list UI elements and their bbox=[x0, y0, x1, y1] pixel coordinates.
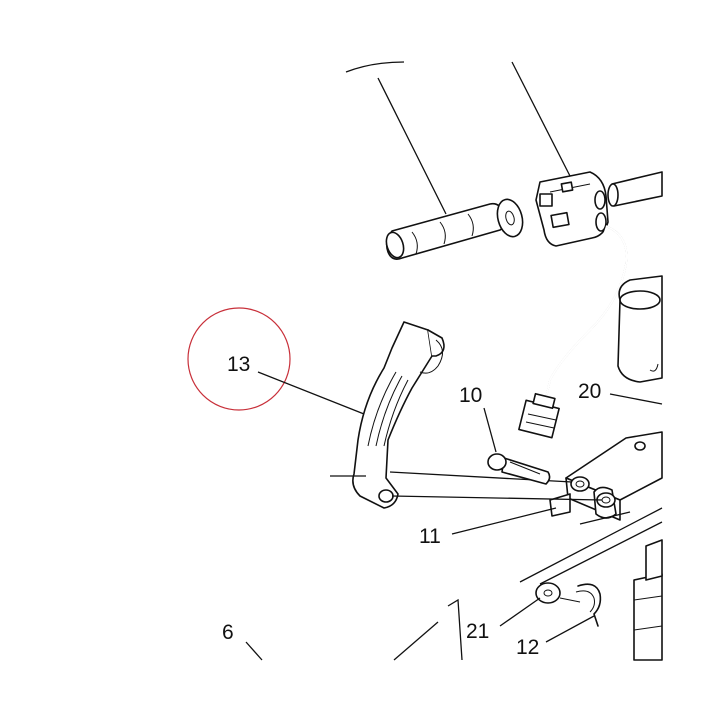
label-13: 13 bbox=[227, 353, 250, 376]
part-21-washer[interactable] bbox=[535, 582, 561, 604]
label-6: 6 bbox=[222, 621, 234, 644]
label-10: 10 bbox=[459, 384, 482, 407]
switch-cable bbox=[518, 225, 628, 439]
top-bracket-mark bbox=[345, 61, 405, 73]
label-21: 21 bbox=[466, 620, 489, 643]
lever-mount-bracket bbox=[549, 431, 663, 521]
lower-cylinder bbox=[633, 539, 663, 661]
highlight-circle bbox=[187, 307, 291, 411]
pedal-assembly-body bbox=[617, 275, 663, 383]
handlebar-grip bbox=[385, 198, 524, 260]
label-12: 12 bbox=[516, 636, 539, 659]
part-13-lever[interactable] bbox=[352, 321, 445, 509]
part-10-bolt[interactable] bbox=[487, 453, 551, 485]
switch-housing bbox=[535, 171, 609, 247]
part-12-clip[interactable] bbox=[559, 583, 602, 627]
label-20: 20 bbox=[578, 380, 601, 403]
label-11: 11 bbox=[419, 525, 441, 548]
handlebar-tube bbox=[607, 171, 663, 207]
